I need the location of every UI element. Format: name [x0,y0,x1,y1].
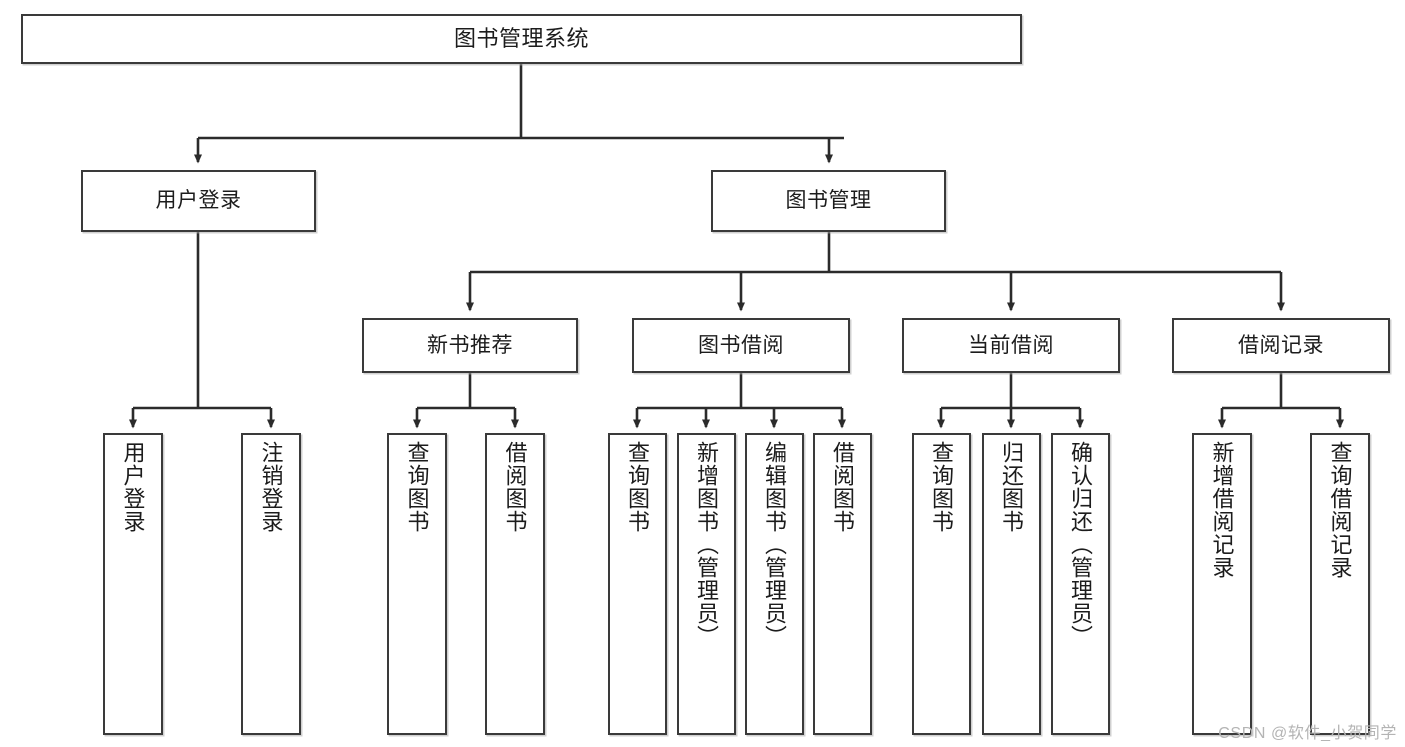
leaf-query-book-rec[interactable]: 查询图书 [387,433,447,735]
node-book-borrow[interactable]: 图书借阅 [632,318,850,373]
leaf-add-book-admin[interactable]: 新增图书（管理员） [677,433,736,735]
node-label: 图书管理 [785,189,872,213]
node-label: 归还图书 [999,441,1025,533]
node-label: 借阅图书 [502,441,528,533]
node-label: 查询图书 [404,441,430,533]
node-label: 借阅图书 [830,441,856,533]
node-label: 新增借阅记录 [1209,441,1235,579]
leaf-user-login[interactable]: 用户登录 [103,433,163,735]
node-label: 查询图书 [625,441,651,533]
node-book-manage[interactable]: 图书管理 [711,170,946,232]
leaf-user-logout[interactable]: 注销登录 [241,433,301,735]
leaf-query-book-borrow[interactable]: 查询图书 [608,433,667,735]
leaf-edit-book-admin[interactable]: 编辑图书（管理员） [745,433,804,735]
node-label: 当前借阅 [968,333,1054,357]
leaf-borrow-book[interactable]: 借阅图书 [813,433,872,735]
node-borrow-record[interactable]: 借阅记录 [1172,318,1390,373]
leaf-query-borrow-record[interactable]: 查询借阅记录 [1310,433,1370,735]
node-label: 新增图书（管理员） [694,441,720,648]
node-label: 用户登录 [120,441,146,533]
node-label: 图书借阅 [698,333,784,357]
leaf-return-book[interactable]: 归还图书 [982,433,1041,735]
node-label: 借阅记录 [1238,333,1324,357]
leaf-confirm-return-admin[interactable]: 确认归还（管理员） [1051,433,1110,735]
node-label: 注销登录 [258,441,284,533]
node-new-book-rec[interactable]: 新书推荐 [362,318,578,373]
node-label: 查询图书 [929,441,955,533]
node-current-borrow[interactable]: 当前借阅 [902,318,1120,373]
node-label: 查询借阅记录 [1327,441,1353,579]
node-label: 图书管理系统 [453,25,589,51]
node-root[interactable]: 图书管理系统 [21,14,1022,64]
node-label: 用户登录 [155,189,242,213]
leaf-borrow-book-rec[interactable]: 借阅图书 [485,433,545,735]
node-label: 编辑图书（管理员） [762,441,788,648]
leaf-add-borrow-record[interactable]: 新增借阅记录 [1192,433,1252,735]
node-label: 确认归还（管理员） [1068,441,1094,648]
csdn-watermark: CSDN @软件_小贺同学 [1218,725,1397,742]
leaf-query-book-current[interactable]: 查询图书 [912,433,971,735]
node-label: 新书推荐 [427,333,513,357]
node-user-login[interactable]: 用户登录 [81,170,316,232]
